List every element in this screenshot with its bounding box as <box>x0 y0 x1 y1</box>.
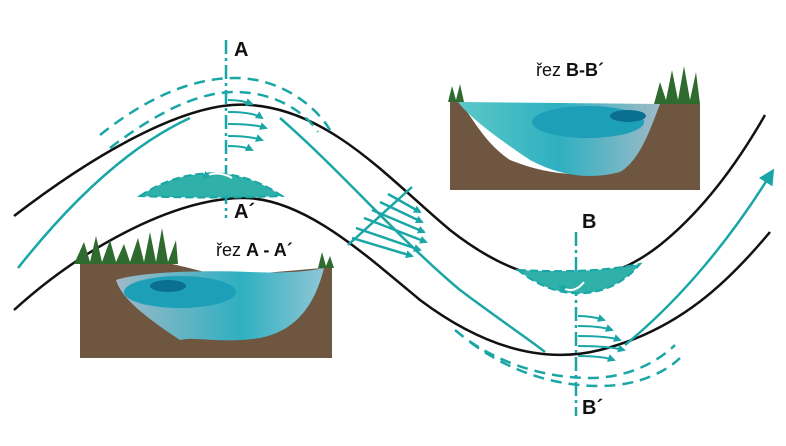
water-mid-aa <box>124 276 236 308</box>
velocity-arrows-b <box>577 314 626 362</box>
flow-line-left <box>17 116 191 269</box>
dashed-channel-bottom-1 <box>454 329 676 380</box>
cross-section-bb <box>448 66 700 190</box>
section-title-aa-prefix: řez <box>216 240 242 260</box>
grass-aa-right <box>318 252 334 268</box>
water-deep-aa <box>150 280 186 292</box>
section-b-rotation-arrow <box>558 281 585 293</box>
flow-line-center <box>279 117 546 353</box>
right-bank-line <box>13 196 771 357</box>
cross-section-aa <box>74 228 334 358</box>
section-a-rotation-arrow <box>202 170 233 180</box>
soil-block-bb <box>450 102 700 190</box>
grass-bb-right <box>654 66 700 104</box>
section-title-aa-name: A - A´ <box>246 240 293 260</box>
label-a-bottom: A´ <box>234 201 256 223</box>
crossing-velocity-arrows <box>347 186 428 259</box>
section-title-bb-name: B-B´ <box>566 60 605 80</box>
dashed-channel-top-2 <box>109 90 320 149</box>
section-b-lens <box>514 262 643 295</box>
label-a-top: A <box>234 39 249 61</box>
flow-line-right <box>624 168 775 346</box>
dashed-channel-top-1 <box>99 76 332 136</box>
left-bank-line <box>13 103 767 281</box>
grass-bb-left <box>448 84 464 102</box>
section-title-aa: řez A - A´ <box>216 241 293 259</box>
dashed-channel-bottom-2 <box>469 340 681 388</box>
label-b-bottom: B´ <box>582 397 604 419</box>
velocity-arrows-a <box>227 98 268 151</box>
section-title-bb-prefix: řez <box>536 60 562 80</box>
section-title-bb: řez B-B´ <box>536 61 604 79</box>
grass-aa-left <box>74 228 178 264</box>
water-deep-bb <box>610 110 646 122</box>
section-a-lens <box>136 172 286 199</box>
label-b-top: B <box>582 211 597 233</box>
